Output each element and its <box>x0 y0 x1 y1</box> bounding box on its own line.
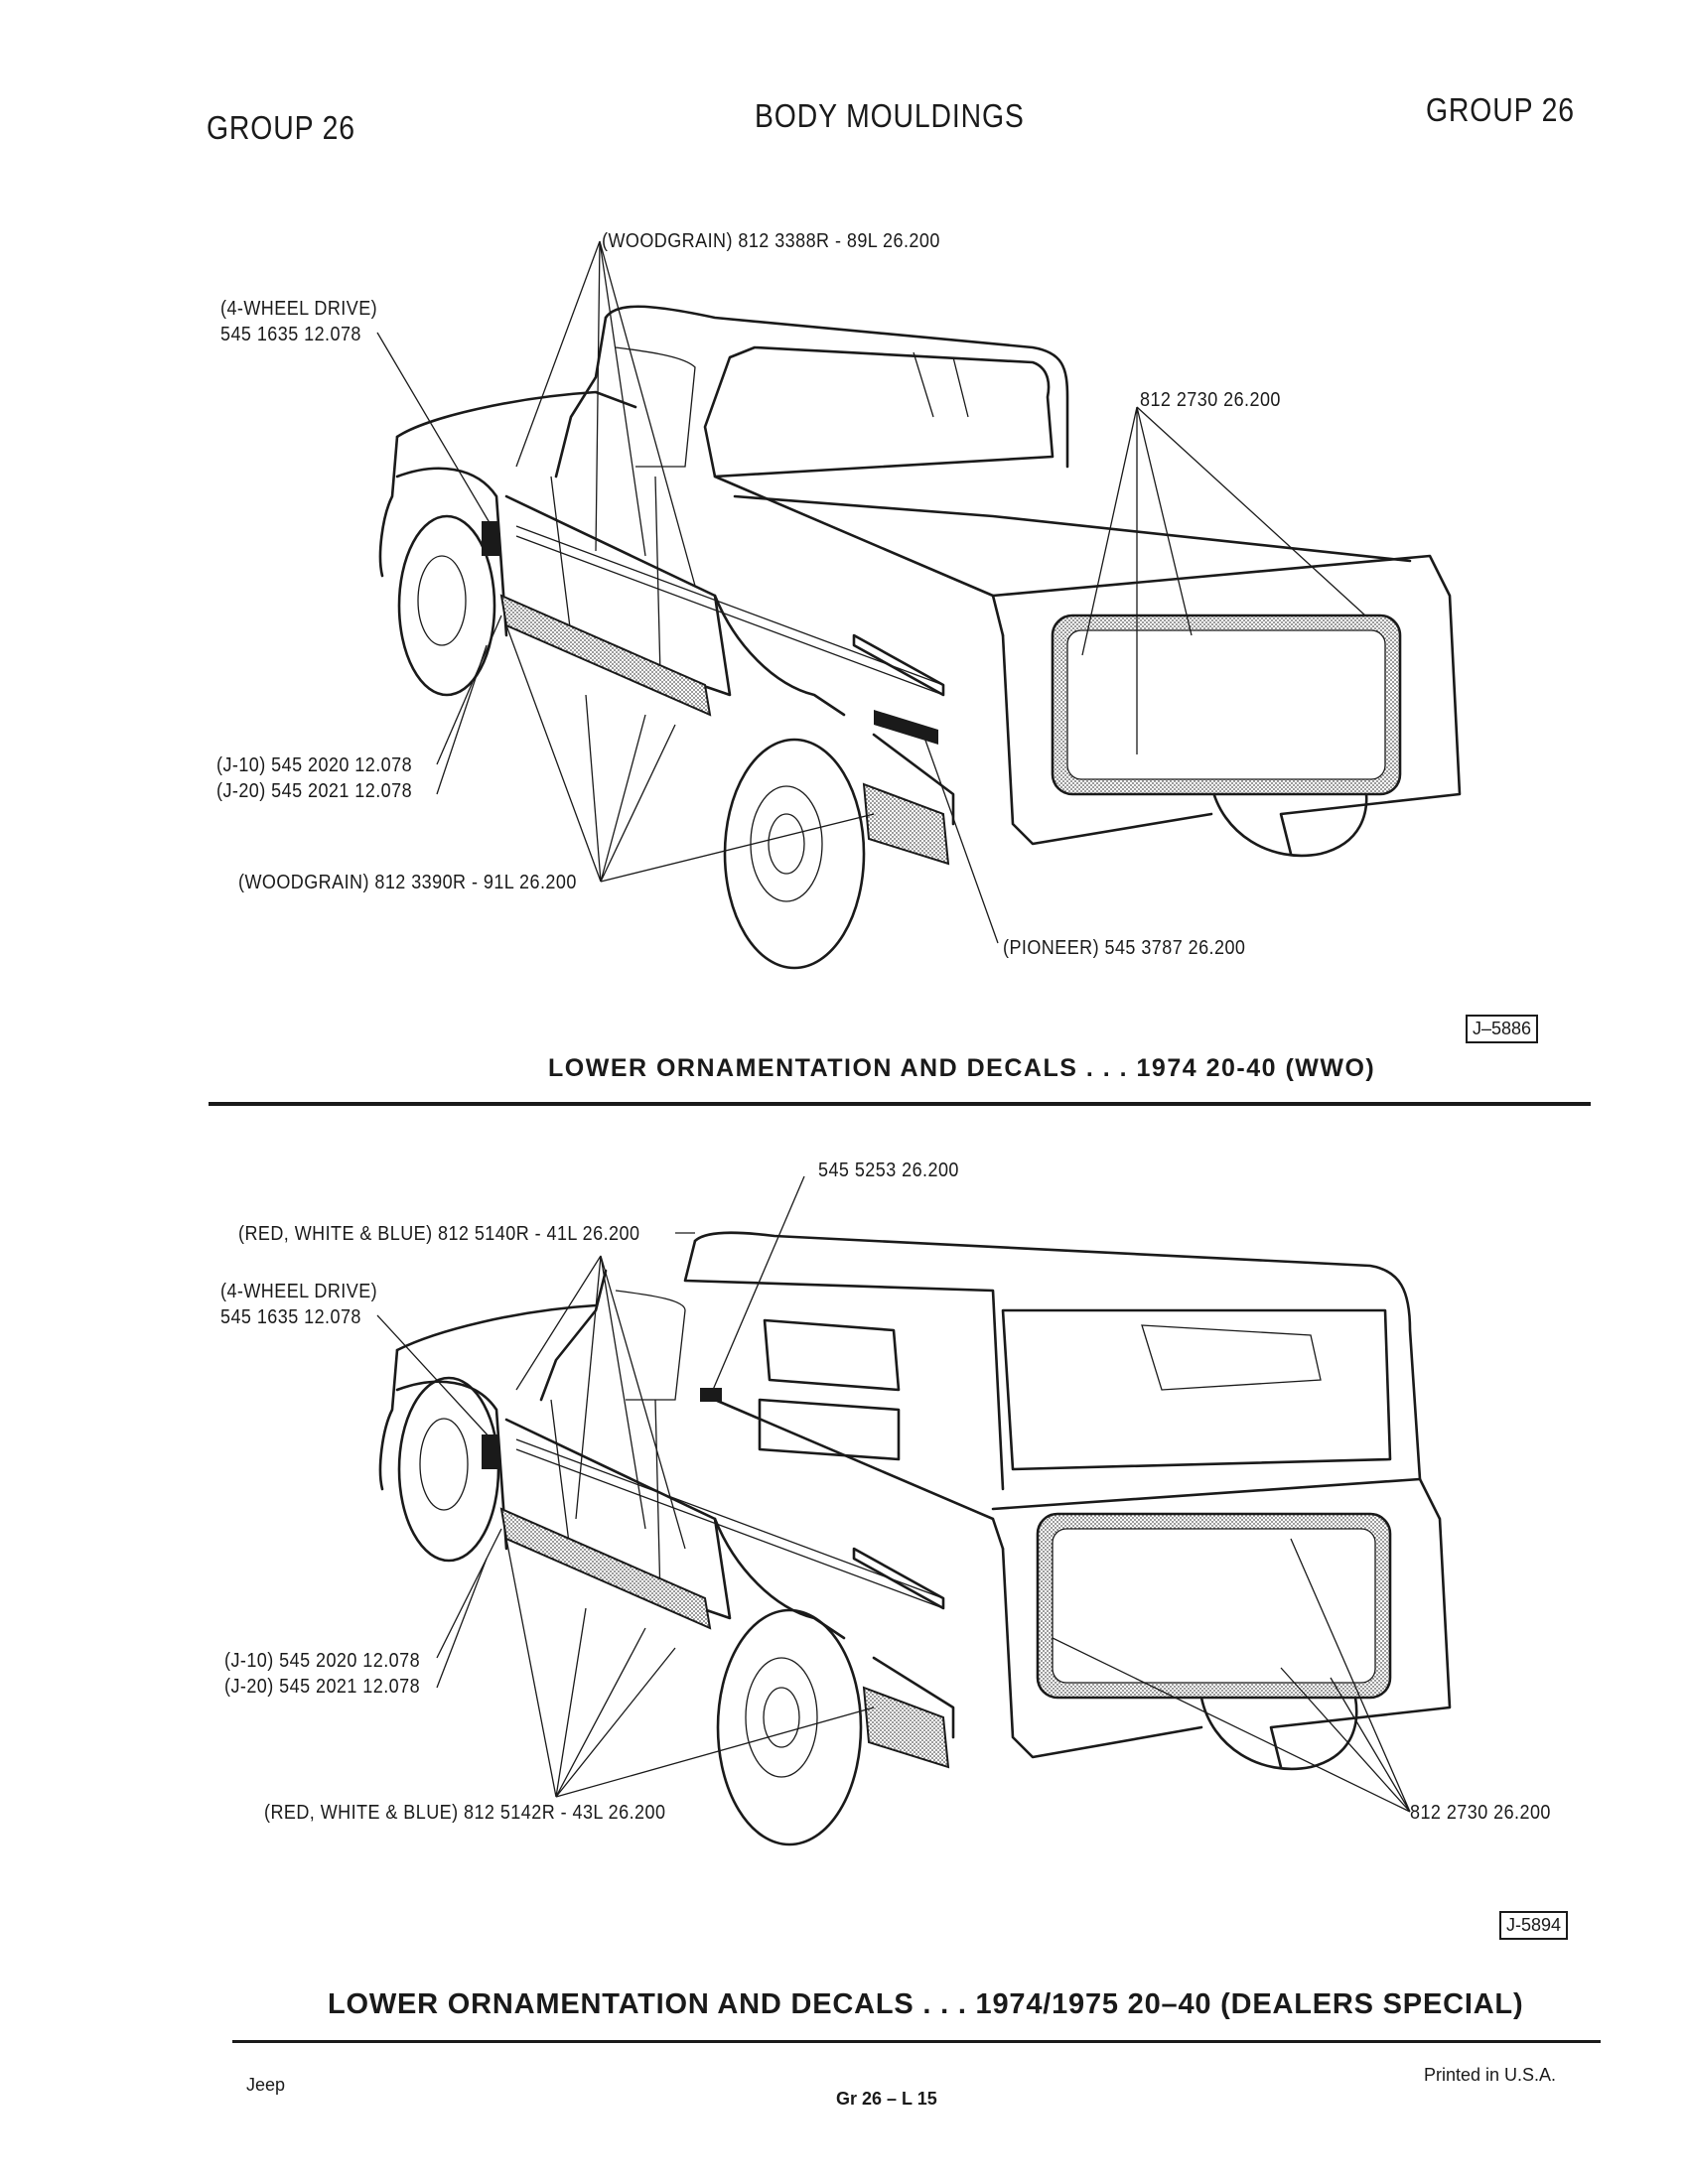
footer-printed: Printed in U.S.A. <box>1424 2065 1557 2085</box>
figure-2-leader-lines <box>376 1175 1411 1813</box>
label-j20: (J-20) 545 2021 12.078 <box>216 780 413 802</box>
figure-2-id: J-5894 <box>1499 1911 1569 1940</box>
page-number: Gr 26 – L 15 <box>836 2089 937 2109</box>
figure-1-caption: LOWER ORNAMENTATION AND DECALS . . . 197… <box>548 1054 1376 1082</box>
group-label-right: GROUP 26 <box>1426 91 1575 128</box>
label-woodgrain-upper: (WOODGRAIN) 812 3388R - 89L 26.200 <box>602 230 940 252</box>
truck-2-body <box>378 1231 1452 1846</box>
label-4wd-title-2: (4-WHEEL DRIVE) <box>220 1281 378 1302</box>
divider-rule <box>209 1102 1591 1106</box>
group-label-left: GROUP 26 <box>207 109 355 146</box>
label-4wd-part: 545 1635 12.078 <box>220 324 361 345</box>
figure-2-caption: LOWER ORNAMENTATION AND DECALS . . . 197… <box>328 1988 1524 2020</box>
label-rwb-lower: (RED, WHITE & BLUE) 812 5142R - 43L 26.2… <box>264 1802 666 1824</box>
label-j20-2: (J-20) 545 2021 12.078 <box>224 1676 421 1698</box>
footer-rule <box>232 2040 1601 2043</box>
label-j10-2: (J-10) 545 2020 12.078 <box>224 1650 421 1672</box>
label-tailgate-part: 812 2730 26.200 <box>1140 389 1281 411</box>
label-pioneer: (PIONEER) 545 3787 26.200 <box>1003 937 1246 959</box>
label-woodgrain-lower: (WOODGRAIN) 812 3390R - 91L 26.200 <box>238 872 577 893</box>
footer-brand: Jeep <box>246 2075 286 2095</box>
label-j10: (J-10) 545 2020 12.078 <box>216 754 413 776</box>
label-4wd-title: (4-WHEEL DRIVE) <box>220 298 378 320</box>
label-tailgate-part-2: 812 2730 26.200 <box>1410 1802 1551 1824</box>
truck-1-body <box>378 305 1462 970</box>
figure-1-id: J–5886 <box>1466 1015 1539 1043</box>
label-rwb-upper: (RED, WHITE & BLUE) 812 5140R - 41L 26.2… <box>238 1223 640 1245</box>
label-roof-decal: 545 5253 26.200 <box>818 1160 959 1181</box>
label-4wd-part-2: 545 1635 12.078 <box>220 1306 361 1328</box>
page-title: BODY MOULDINGS <box>755 97 1025 134</box>
figure-1-leader-lines <box>376 240 1366 944</box>
